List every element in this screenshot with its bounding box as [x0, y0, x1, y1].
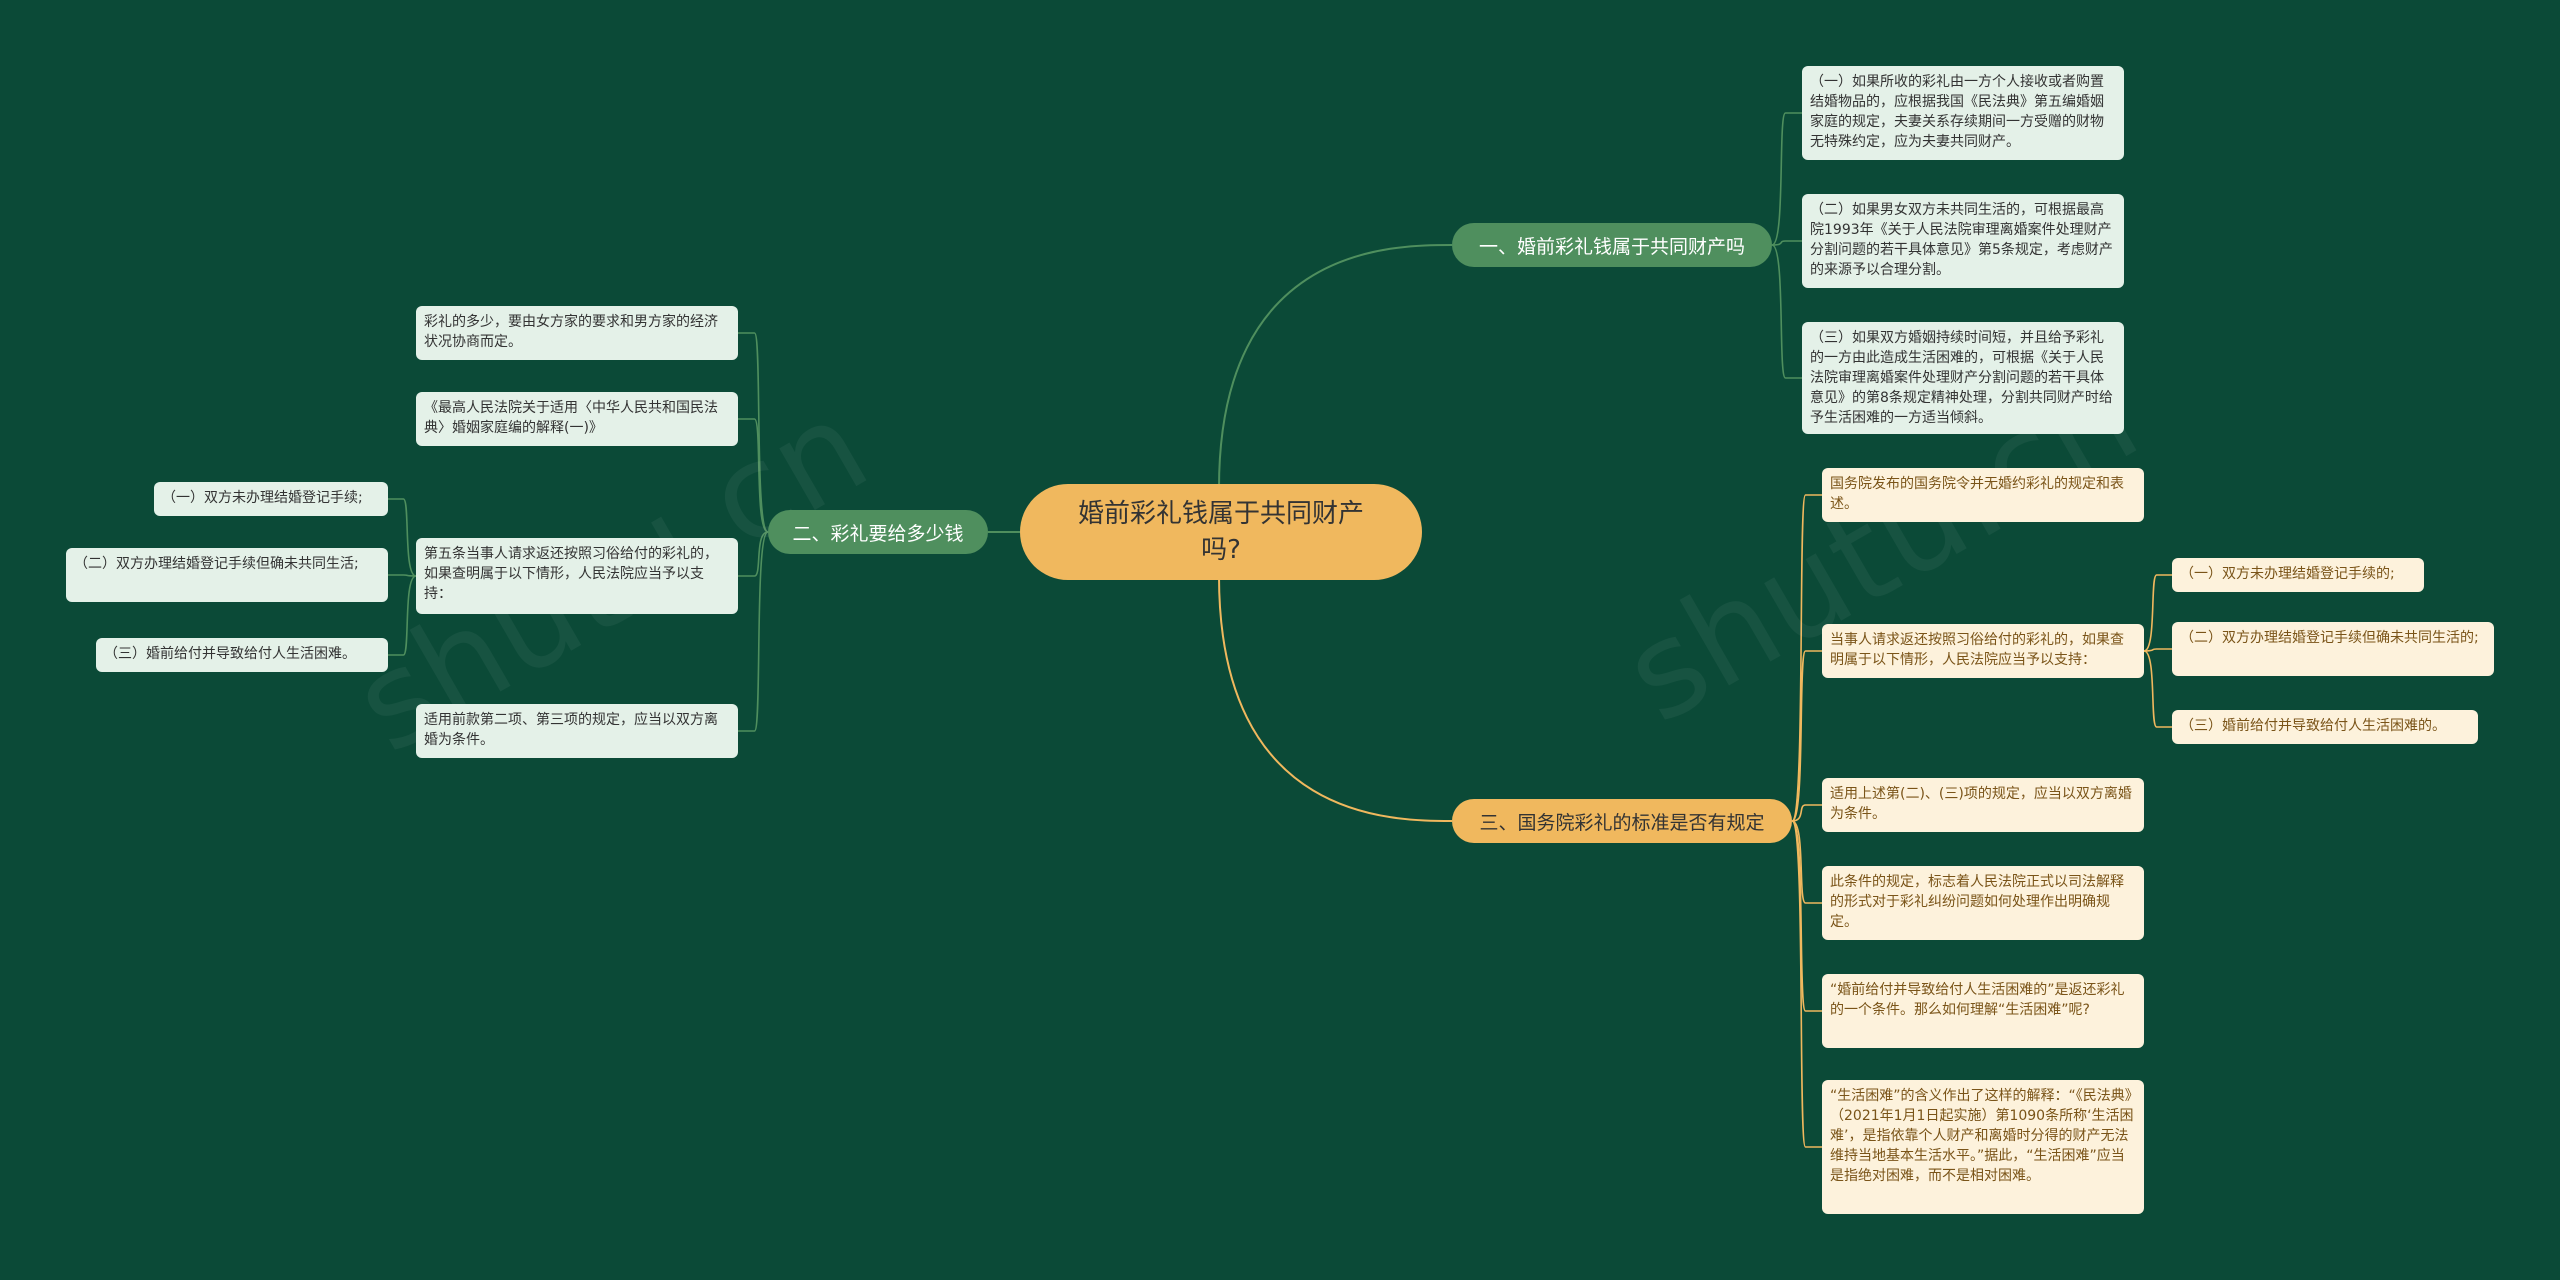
- branch-2-item[interactable]: 第五条当事人请求返还按照习俗给付的彩礼的，如果查明属于以下情形，人民法院应当予以…: [416, 538, 738, 614]
- edge-branch-3-item: [1791, 820, 1822, 1012]
- edge-branch-3-sub-item: [2143, 650, 2172, 728]
- edge-branch-1-item: [1771, 244, 1802, 379]
- edge-branch-3-item: [1791, 804, 1822, 822]
- edge-branch-2-item: [738, 531, 769, 732]
- branch-3-sub-item[interactable]: （三）婚前给付并导致给付人生活困难的。: [2172, 710, 2478, 744]
- edge-branch-3-item: [1791, 650, 1822, 822]
- branch-1-item[interactable]: （二）如果男女双方未共同生活的，可根据最高院1993年《关于人民法院审理离婚案件…: [1802, 194, 2124, 288]
- root-topic[interactable]: 婚前彩礼钱属于共同财产吗?: [1020, 484, 1422, 580]
- edge-branch-2-sub-item: [388, 575, 417, 656]
- edge-branch-2-sub-item: [388, 498, 417, 577]
- edge-root-branch-1: [1218, 244, 1453, 489]
- edge-branch-2-item: [738, 418, 769, 533]
- branch-3-item[interactable]: 国务院发布的国务院令并无婚约彩礼的规定和表述。: [1822, 468, 2144, 522]
- branch-1-item[interactable]: （一）如果所收的彩礼由一方个人接收或者购置结婚物品的，应根据我国《民法典》第五编…: [1802, 66, 2124, 160]
- edge-branch-3-item: [1791, 494, 1822, 822]
- edge-branch-3-sub-item: [2143, 648, 2172, 652]
- branch-1-topic[interactable]: 一、婚前彩礼钱属于共同财产吗: [1452, 223, 1772, 267]
- branch-2-sub-item[interactable]: （二）双方办理结婚登记手续但确未共同生活;: [66, 548, 388, 602]
- edge-branch-1-item: [1771, 112, 1802, 246]
- edge-root-branch-3: [1218, 575, 1453, 822]
- branch-1-item[interactable]: （三）如果双方婚姻持续时间短，并且给予彩礼的一方由此造成生活困难的，可根据《关于…: [1802, 322, 2124, 434]
- branch-3-item[interactable]: 此条件的规定，标志着人民法院正式以司法解释的形式对于彩礼纠纷问题如何处理作出明确…: [1822, 866, 2144, 940]
- branch-3-item[interactable]: 适用上述第(二)、(三)项的规定，应当以双方离婚为条件。: [1822, 778, 2144, 832]
- branch-3-item[interactable]: “婚前给付并导致给付人生活困难的”是返还彩礼的一个条件。那么如何理解“生活困难”…: [1822, 974, 2144, 1048]
- edge-branch-3-sub-item: [2143, 574, 2172, 652]
- branch-3-sub-item[interactable]: （一）双方未办理结婚登记手续的;: [2172, 558, 2424, 592]
- branch-2-sub-item[interactable]: （三）婚前给付并导致给付人生活困难。: [96, 638, 388, 672]
- branch-2-item[interactable]: 适用前款第二项、第三项的规定，应当以双方离婚为条件。: [416, 704, 738, 758]
- branch-3-item[interactable]: 当事人请求返还按照习俗给付的彩礼的，如果查明属于以下情形，人民法院应当予以支持：: [1822, 624, 2144, 678]
- branch-3-topic[interactable]: 三、国务院彩礼的标准是否有规定: [1452, 799, 1792, 843]
- edge-branch-3-item: [1791, 820, 1822, 1148]
- branch-2-topic[interactable]: 二、彩礼要给多少钱: [768, 510, 988, 554]
- branch-2-item[interactable]: 彩礼的多少，要由女方家的要求和男方家的经济状况协商而定。: [416, 306, 738, 360]
- branch-2-item[interactable]: 《最高人民法院关于适用〈中华人民共和国民法典〉婚姻家庭编的解释(一)》: [416, 392, 738, 446]
- edge-branch-3-item: [1791, 820, 1822, 904]
- branch-3-sub-item[interactable]: （二）双方办理结婚登记手续但确未共同生活的;: [2172, 622, 2494, 676]
- edge-branch-2-sub-item: [388, 574, 417, 577]
- edge-branch-2-item: [738, 531, 769, 577]
- edge-branch-2-item: [738, 332, 769, 533]
- branch-3-item[interactable]: “生活困难”的含义作出了这样的解释：“《民法典》（2021年1月1日起实施）第1…: [1822, 1080, 2144, 1214]
- branch-2-sub-item[interactable]: （一）双方未办理结婚登记手续;: [154, 482, 388, 516]
- edge-branch-1-item: [1771, 240, 1802, 246]
